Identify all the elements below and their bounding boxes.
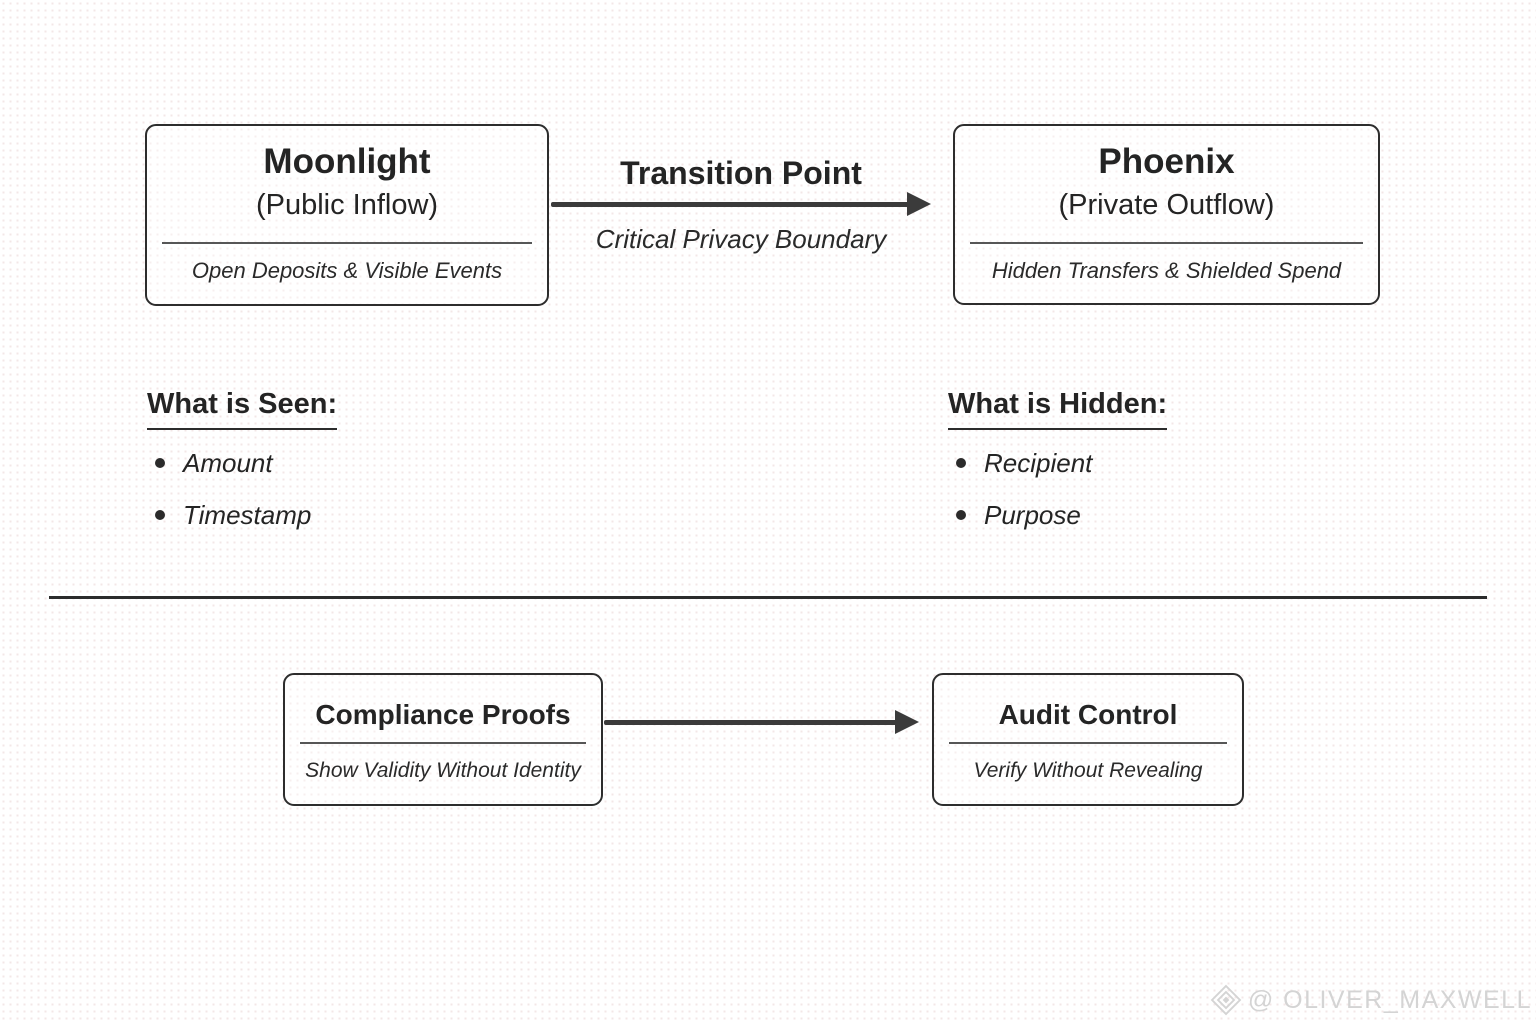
diamond-ornament-icon (1210, 984, 1242, 1016)
node-moonlight-title: Moonlight (263, 142, 431, 181)
node-moonlight: Moonlight (Public Inflow) Open Deposits … (145, 124, 549, 306)
compliance-audit-arrow-line (604, 720, 897, 725)
seen-list: Amount Timestamp (155, 446, 311, 550)
transition-arrow-label: Transition Point (620, 155, 862, 191)
node-compliance-title: Compliance Proofs (315, 699, 571, 730)
node-audit-control: Audit Control Verify Without Revealing (932, 673, 1244, 806)
node-audit-note: Verify Without Revealing (973, 759, 1203, 782)
list-item: Timestamp (155, 498, 311, 532)
node-phoenix: Phoenix (Private Outflow) Hidden Transfe… (953, 124, 1380, 305)
list-item: Recipient (956, 446, 1092, 480)
transition-arrowhead-icon (907, 192, 931, 216)
list-item-label: Recipient (984, 447, 1093, 478)
node-moonlight-divider (162, 242, 532, 244)
node-compliance-divider (300, 742, 586, 744)
node-moonlight-subtitle: (Public Inflow) (255, 189, 439, 221)
node-phoenix-title: Phoenix (1098, 142, 1235, 181)
transition-arrow-line (551, 202, 911, 207)
hidden-list-heading: What is Hidden: (948, 388, 1168, 430)
list-item-label: Timestamp (183, 499, 312, 530)
list-item: Amount (155, 446, 311, 480)
list-item: Purpose (956, 498, 1092, 532)
node-phoenix-divider (970, 242, 1363, 244)
node-compliance-note: Show Validity Without Identity (305, 759, 581, 782)
watermark: @ OLIVER_MAXWELL (1210, 984, 1532, 1016)
seen-list-heading: What is Seen: (147, 388, 338, 430)
node-phoenix-subtitle: (Private Outflow) (1058, 189, 1275, 221)
node-phoenix-note: Hidden Transfers & Shielded Spend (991, 258, 1342, 283)
bullet-dot-icon (956, 510, 966, 520)
hidden-list: Recipient Purpose (956, 446, 1092, 550)
node-audit-title: Audit Control (998, 699, 1178, 730)
node-audit-divider (949, 742, 1227, 744)
compliance-audit-arrowhead-icon (895, 710, 919, 734)
list-item-label: Purpose (984, 499, 1081, 530)
node-moonlight-note: Open Deposits & Visible Events (191, 258, 503, 283)
bullet-dot-icon (155, 510, 165, 520)
section-divider (49, 596, 1487, 599)
transition-arrow-sublabel: Critical Privacy Boundary (595, 224, 887, 254)
watermark-handle: @ OLIVER_MAXWELL (1247, 985, 1532, 1014)
node-compliance-proofs: Compliance Proofs Show Validity Without … (283, 673, 603, 806)
bullet-dot-icon (956, 458, 966, 468)
list-item-label: Amount (183, 447, 273, 478)
bullet-dot-icon (155, 458, 165, 468)
